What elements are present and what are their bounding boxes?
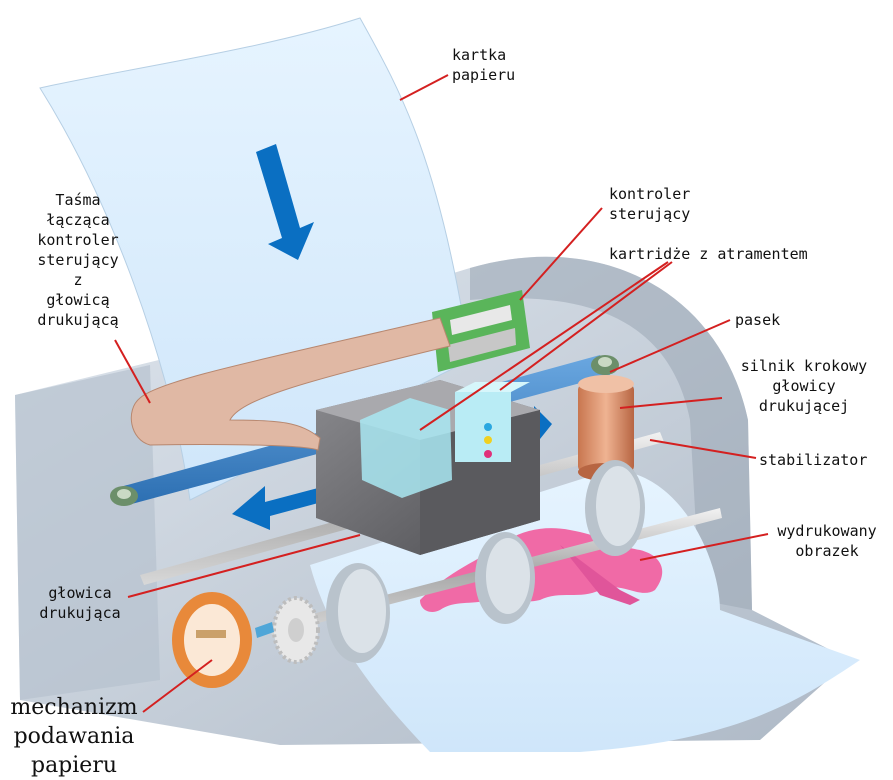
leader-line-stabilizer — [649, 439, 757, 459]
paper-feed-roller — [172, 592, 252, 688]
leader-line-ribbon-cable — [114, 339, 151, 404]
roller-right — [585, 460, 645, 556]
label-controller: kontroler sterujący — [609, 185, 691, 223]
label-ribbon-cable: Taśma łącząca kontroler sterujący z głow… — [37, 191, 119, 329]
leader-line-ink-cartridge-1 — [419, 261, 669, 431]
leader-line-stepper-motor — [619, 397, 723, 409]
leader-line-paper-feed — [142, 659, 213, 713]
ribbon-cable — [130, 317, 451, 451]
leader-line-printed-image — [639, 533, 769, 561]
label-ink-cartridges: kartridże z atramentem — [609, 245, 808, 263]
label-printed-image: wydrukowany obrazek — [777, 522, 877, 560]
leader-line-paper-sheet — [399, 74, 449, 101]
label-paper-feed: mechanizm podawania papieru — [10, 695, 138, 778]
leader-lines — [114, 74, 769, 713]
roller-middle — [475, 532, 535, 624]
paper-sheet — [39, 17, 471, 501]
label-stabilizer: stabilizator — [759, 451, 868, 469]
label-print-head: głowica drukująca — [39, 584, 121, 622]
leader-line-print-head — [127, 534, 361, 598]
controller-board — [432, 290, 530, 372]
label-belt: pasek — [735, 311, 781, 329]
leader-line-ink-cartridge-2 — [499, 261, 673, 391]
leader-line-belt — [609, 319, 731, 373]
carriage-left-arrow — [232, 486, 322, 530]
feed-gear — [255, 596, 320, 664]
label-stepper-motor: silnik krokowy głowicy drukującej — [740, 357, 868, 415]
roller-left — [326, 563, 390, 663]
leader-line-controller — [519, 207, 603, 301]
paper-feed-direction-arrow — [256, 144, 314, 260]
ink-cartridges — [360, 382, 530, 498]
label-paper-sheet: kartka papieru — [452, 46, 516, 84]
